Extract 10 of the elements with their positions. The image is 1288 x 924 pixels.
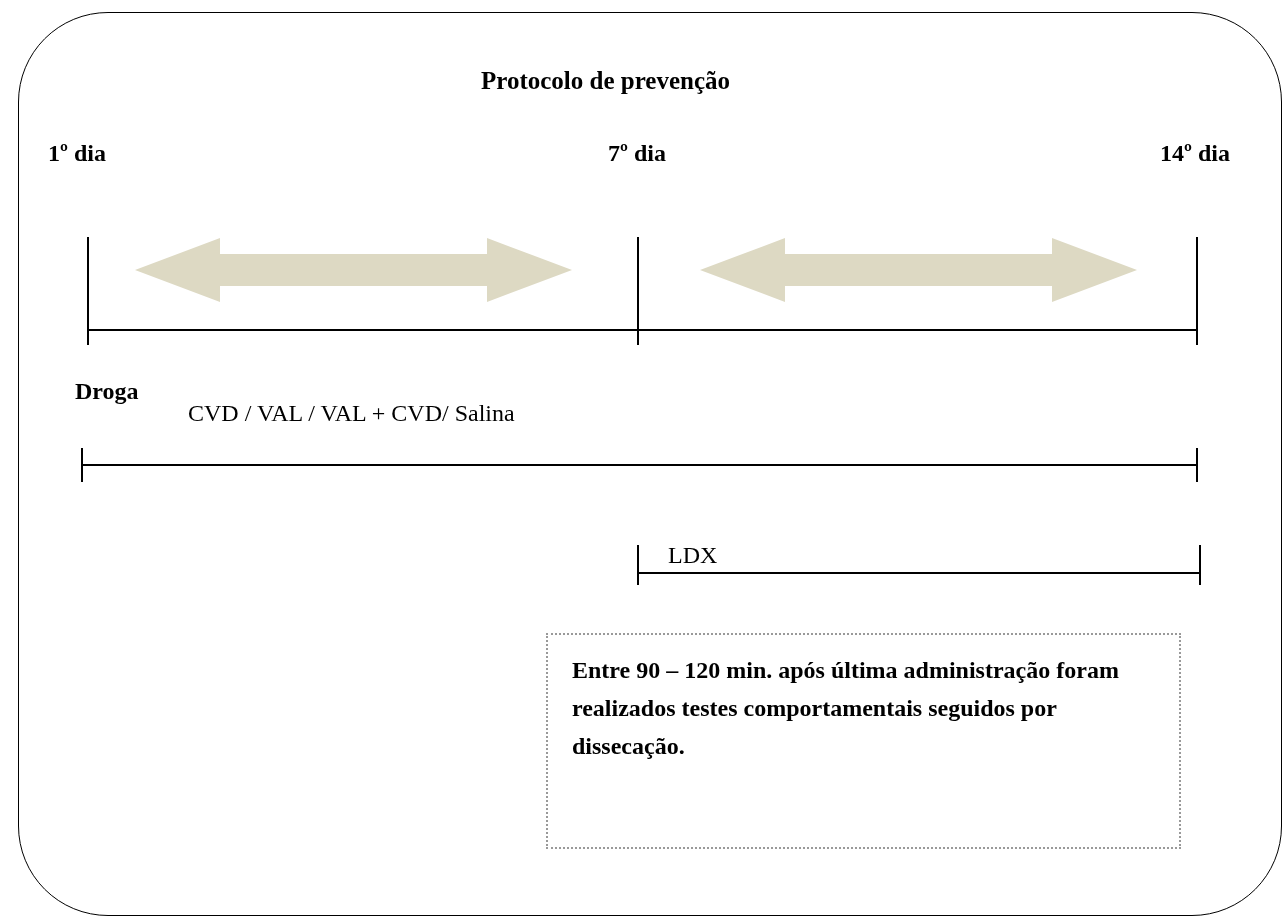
treatment-label: CVD / VAL / VAL + CVD/ Salina bbox=[188, 400, 515, 427]
day-label: 14º dia bbox=[1160, 140, 1230, 167]
rounded-frame bbox=[18, 12, 1282, 916]
day-label: 7º dia bbox=[608, 140, 666, 167]
note-box bbox=[546, 633, 1181, 849]
day-label: 1º dia bbox=[48, 140, 106, 167]
heading: Protocolo de prevenção bbox=[481, 67, 731, 95]
treatment-label: LDX bbox=[668, 542, 718, 569]
drug-label: Droga bbox=[75, 378, 139, 405]
note-text: Entre 90 – 120 min. após última administração foram realizados testes comportamentais seguidos por dissecação. bbox=[572, 656, 1120, 761]
